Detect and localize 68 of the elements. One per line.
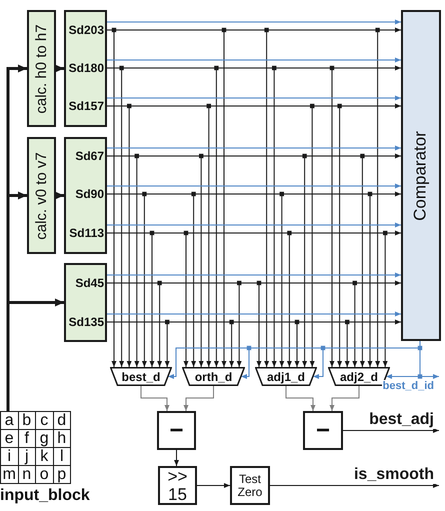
grid-cell: e <box>0 430 18 448</box>
signal-label: Sd45 <box>66 275 107 291</box>
grid-cell: k <box>36 448 53 466</box>
grid-cell: f <box>18 430 36 448</box>
shift-label: >> 15 <box>166 468 188 504</box>
test-box <box>230 466 270 505</box>
signal-label: Sd113 <box>66 225 107 241</box>
signal-label: Sd135 <box>66 314 107 330</box>
signal-label: Sd203 <box>66 22 107 38</box>
wire <box>106 20 402 24</box>
grid-cell: p <box>53 466 70 484</box>
process-box <box>27 10 56 127</box>
signal-label: Sd67 <box>66 148 107 164</box>
signal-box <box>64 10 107 127</box>
wire <box>174 450 179 466</box>
grid-cell: i <box>0 448 18 466</box>
wire <box>196 483 230 488</box>
signal-box <box>64 137 107 254</box>
mux-label: best_d <box>122 370 160 384</box>
signal-label: Sd180 <box>66 60 107 76</box>
comparator-label: Comparator <box>412 130 430 220</box>
test-label: Test Zero <box>236 472 264 498</box>
subtractor-box <box>157 411 196 450</box>
grid-cell: j <box>18 448 36 466</box>
grid-cell: h <box>53 430 70 448</box>
grid-cell: b <box>18 412 36 430</box>
mux-label: adj2_d <box>340 370 378 384</box>
signal-name: best_d_id <box>382 380 435 392</box>
wire <box>330 386 360 412</box>
signal-label: Sd157 <box>66 98 107 114</box>
wire <box>270 483 440 488</box>
wire <box>106 184 402 188</box>
wire <box>342 428 440 433</box>
wire <box>106 222 402 228</box>
comparator-box <box>401 10 441 341</box>
wire <box>55 64 64 72</box>
wire <box>106 58 402 62</box>
signal-name: is_smooth <box>352 466 435 484</box>
grid-cell: l <box>53 448 70 466</box>
signal-label: Sd90 <box>66 186 107 202</box>
grid-cell: g <box>36 430 53 448</box>
mux-label: adj1_d <box>267 370 305 384</box>
process-box <box>27 137 56 254</box>
wire <box>106 272 402 278</box>
wire <box>6 298 64 411</box>
wire <box>55 192 64 200</box>
process-label: calc. h0 to h7 <box>33 24 50 114</box>
minus-sign: − <box>316 418 330 443</box>
wire <box>184 386 214 412</box>
shift-box <box>158 466 197 505</box>
block-name: input_block <box>0 487 90 505</box>
wire <box>106 312 402 316</box>
grid-cell: a <box>0 412 18 430</box>
signal-name: best_adj <box>368 410 435 428</box>
wire <box>106 146 402 150</box>
grid-cell: d <box>53 412 70 430</box>
wire <box>286 386 316 412</box>
grid-cell: m <box>0 466 18 484</box>
grid-cell: n <box>18 466 36 484</box>
wire <box>140 386 170 412</box>
grid-cell: c <box>36 412 53 430</box>
signal-box <box>64 263 107 342</box>
mux-label: orth_d <box>194 370 232 384</box>
grid-cell: o <box>36 466 53 484</box>
minus-sign: − <box>169 418 184 443</box>
process-label: calc. v0 to v7 <box>33 152 50 240</box>
wire <box>106 96 402 100</box>
subtractor-box <box>303 411 343 450</box>
